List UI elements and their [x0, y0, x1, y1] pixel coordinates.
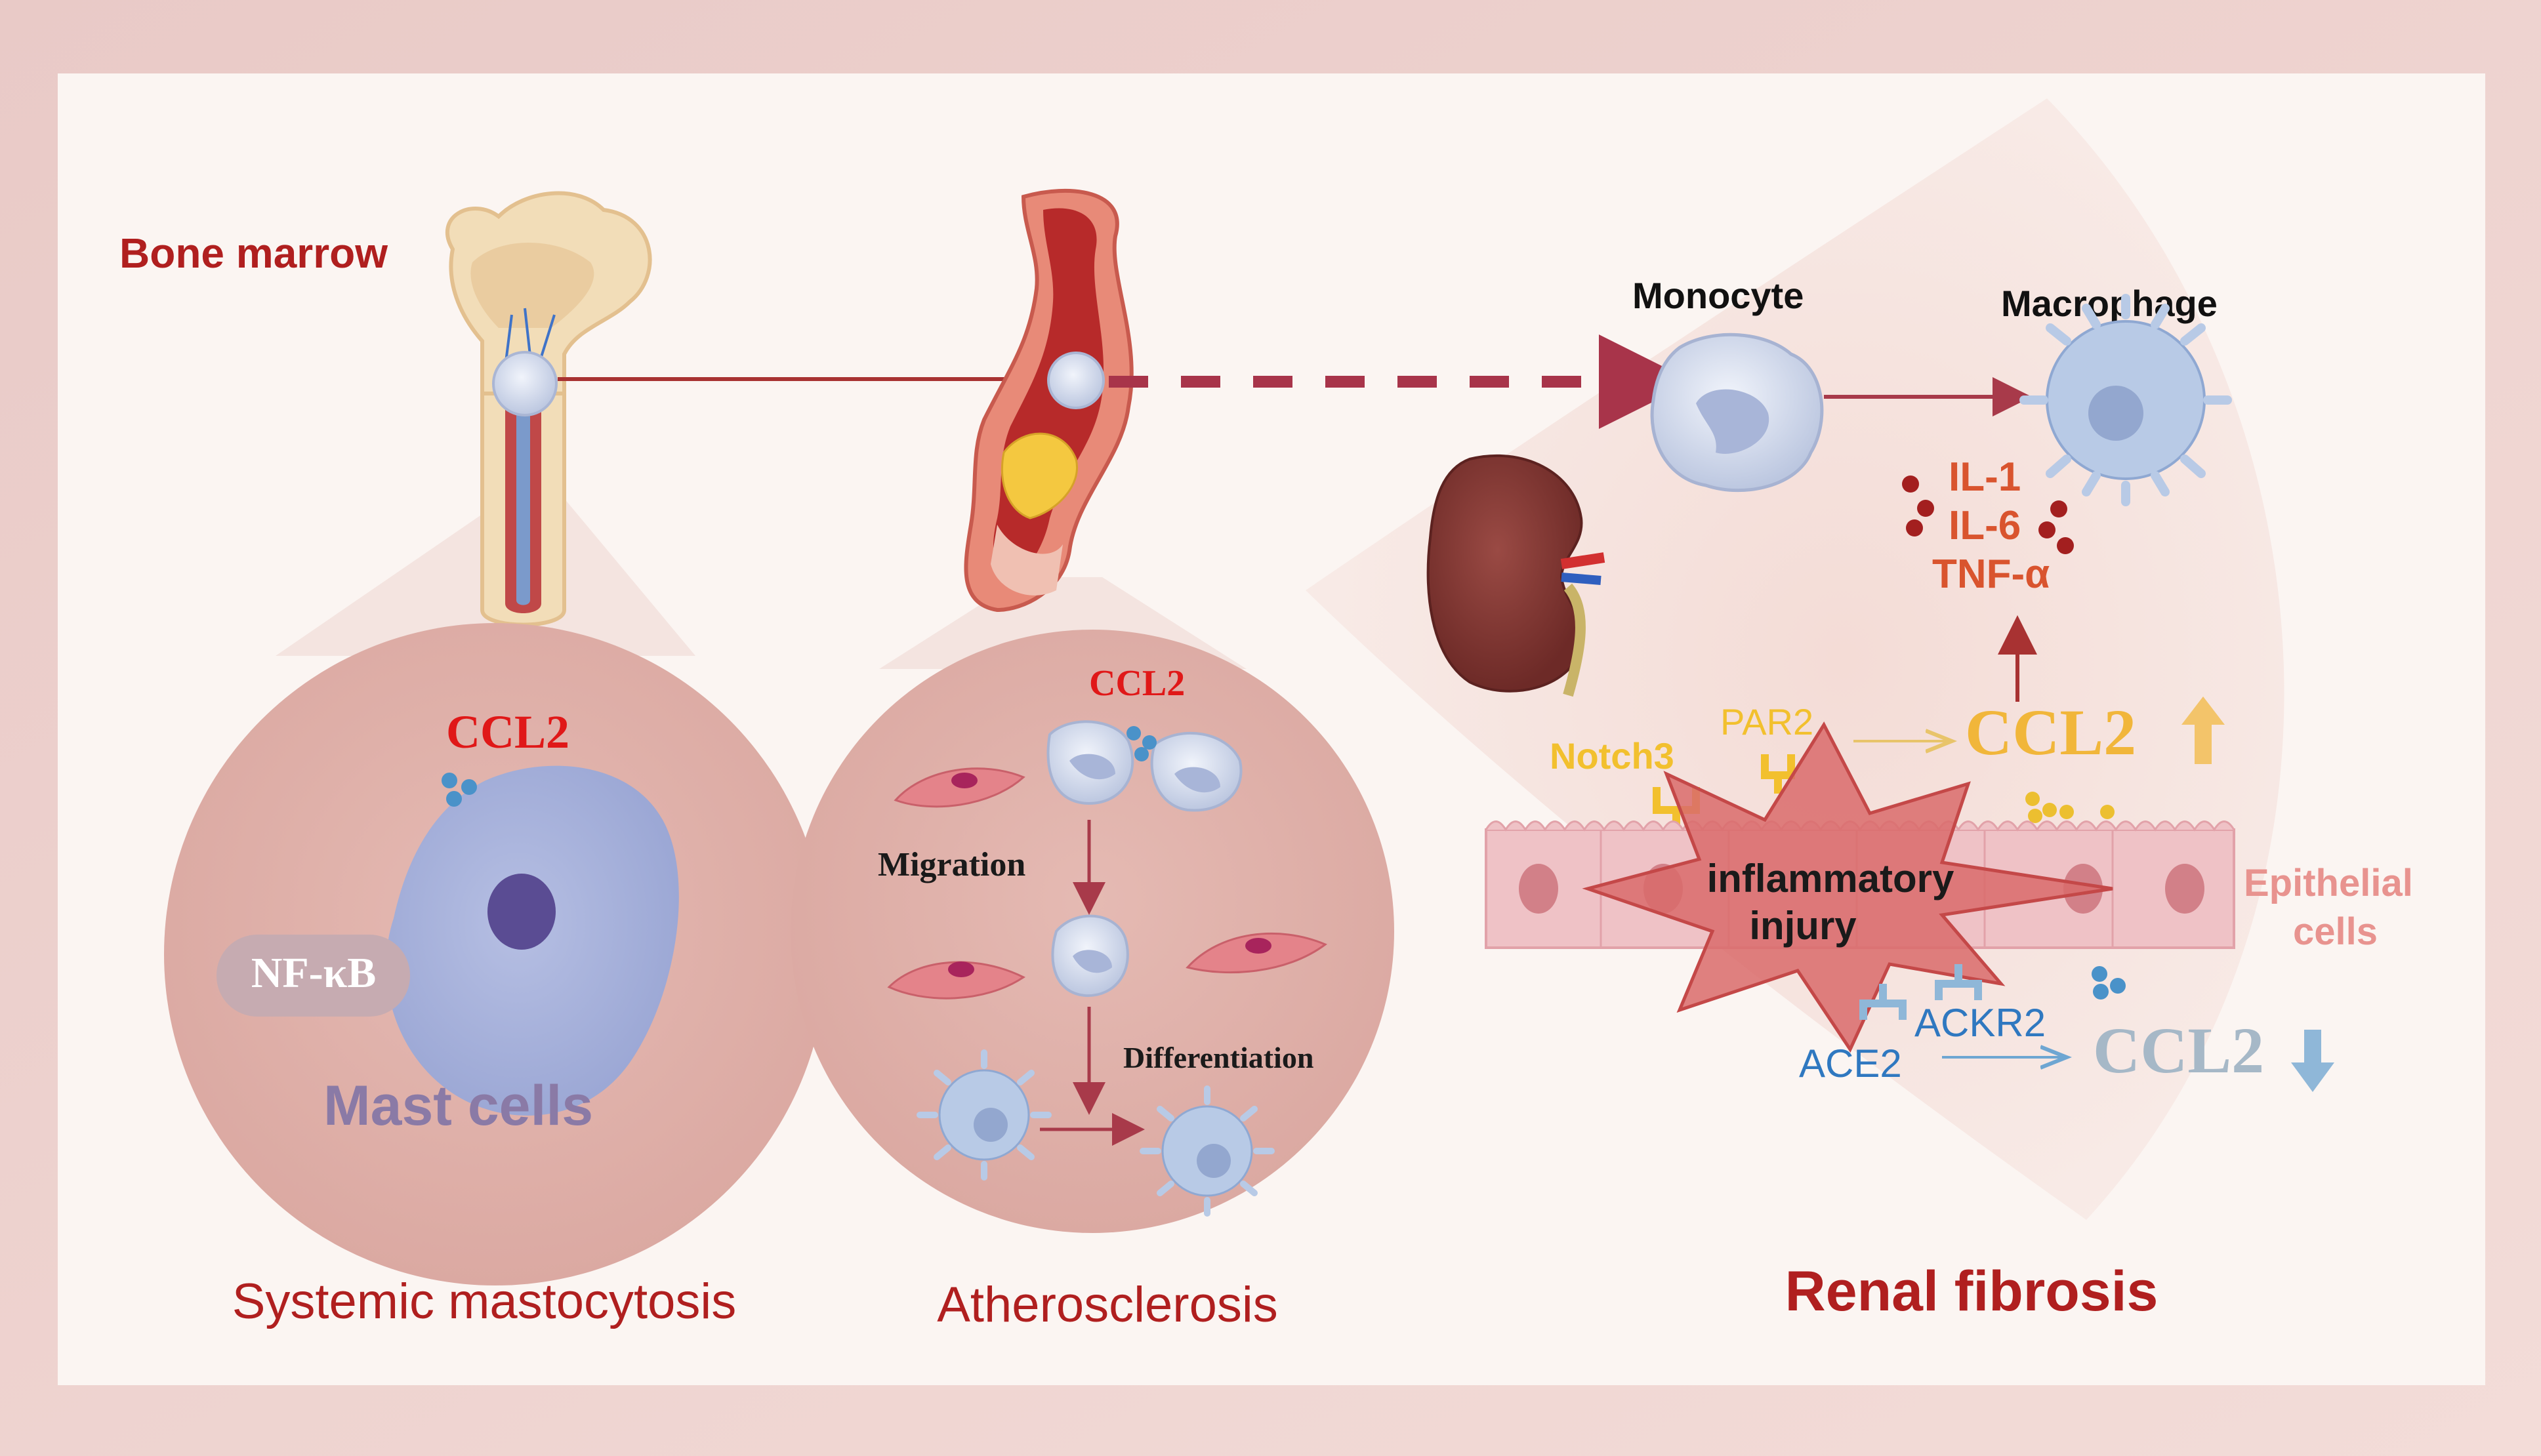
atherosclerosis-label: Atherosclerosis: [937, 1277, 1278, 1333]
smooth-muscle-cells: [887, 767, 1327, 1000]
athero-ccl2-dots: [1126, 726, 1157, 761]
epithelial-line1-label: Epithelial: [2244, 862, 2413, 904]
cytokine-il1-label: IL-1: [1949, 455, 2021, 500]
cytokine-il6-label: IL-6: [1949, 503, 2021, 548]
cytokine-tnf-label: TNF-α: [1932, 552, 2050, 597]
up-arrow-icon: [2181, 697, 2225, 764]
athero-macrophages: [917, 1049, 1275, 1217]
par2-label: PAR2: [1720, 701, 1813, 742]
cytokine-dots: [1902, 475, 2074, 554]
mast-cell-nucleus: [487, 874, 556, 950]
epithelial-line2-label: cells: [2293, 910, 2378, 953]
inflammatory-line1-label: inflammatory: [1707, 857, 1954, 900]
artery-illustration: [964, 188, 1134, 613]
athero-monocytes: [1046, 720, 1243, 998]
par2-receptor: [1761, 754, 1795, 794]
nfkb-label: NF-κB: [251, 949, 377, 997]
ackr2-receptor: [1935, 964, 1982, 1000]
ccl2-mast-dots: [442, 773, 477, 807]
systemic-mastocytosis-label: Systemic mastocytosis: [232, 1274, 737, 1329]
inflammatory-line2-label: injury: [1749, 904, 1857, 948]
mast-cells-label: Mast cells: [323, 1074, 593, 1137]
ccl2-athero-label: CCL2: [1089, 663, 1185, 704]
ackr2-label: ACKR2: [1914, 1001, 2046, 1045]
nfkb-badge: [217, 935, 410, 1017]
renal-fibrosis-label: Renal fibrosis: [1785, 1260, 2159, 1323]
kidney-illustration: [1426, 454, 1605, 697]
macrophage-label: Macrophage: [2001, 283, 2218, 324]
migration-label: Migration: [878, 846, 1025, 883]
ace2-label: ACE2: [1799, 1041, 1902, 1085]
ccl2-down-label: CCL2: [2093, 1014, 2264, 1087]
ccl2-up-label: CCL2: [1965, 696, 2136, 769]
bone-illustration: [445, 191, 652, 627]
differentiation-label: Differentiation: [1123, 1041, 1313, 1074]
notch3-label: Notch3: [1550, 735, 1674, 777]
ccl2-mast-label: CCL2: [446, 706, 569, 758]
inflammatory-injury-burst: [1582, 721, 2113, 1053]
monocyte-label: Monocyte: [1632, 275, 1804, 316]
ccl2-down-dots: [2092, 966, 2126, 1000]
bone-marrow-label: Bone marrow: [119, 230, 388, 277]
macrophage-cell: [2019, 294, 2232, 506]
down-arrow-icon: [2291, 1030, 2334, 1092]
ccl2-up-dots: [2025, 792, 2115, 823]
monocyte-cell: [1650, 333, 1824, 493]
ace2-receptor: [1859, 984, 1907, 1020]
